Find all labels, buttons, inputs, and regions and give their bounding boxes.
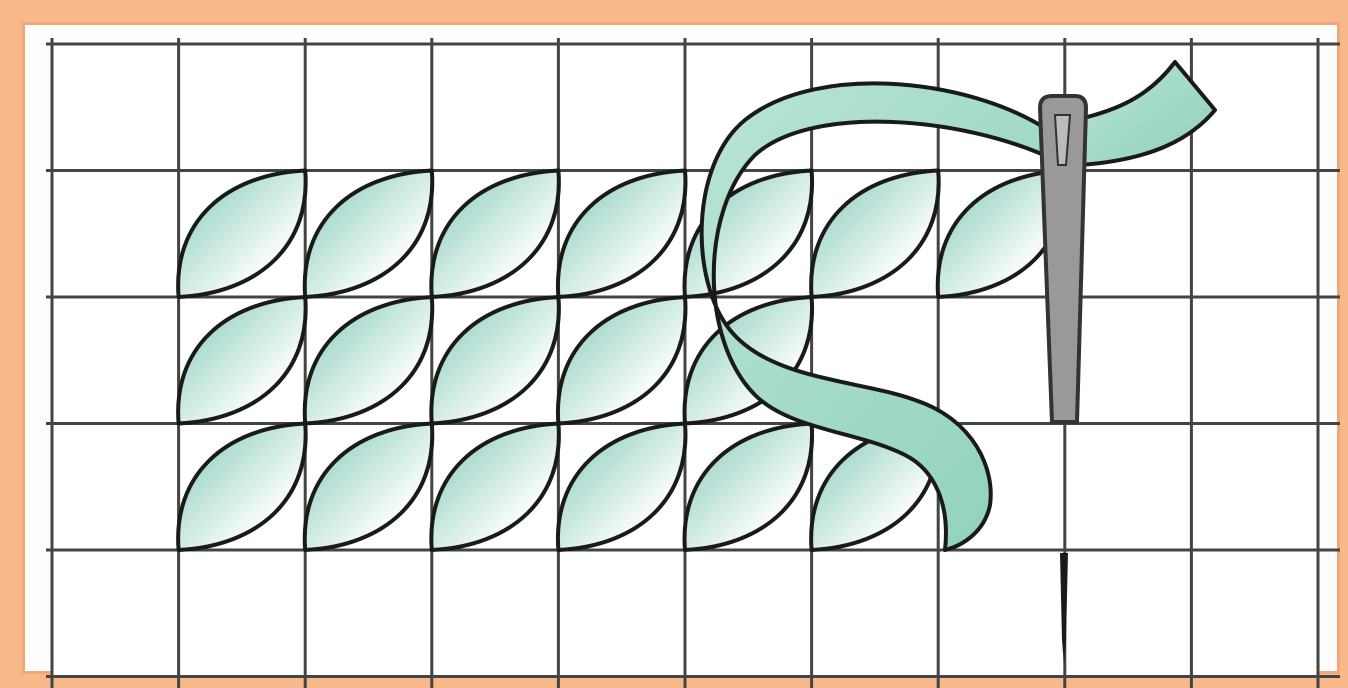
stitch-diagram bbox=[0, 0, 1348, 688]
